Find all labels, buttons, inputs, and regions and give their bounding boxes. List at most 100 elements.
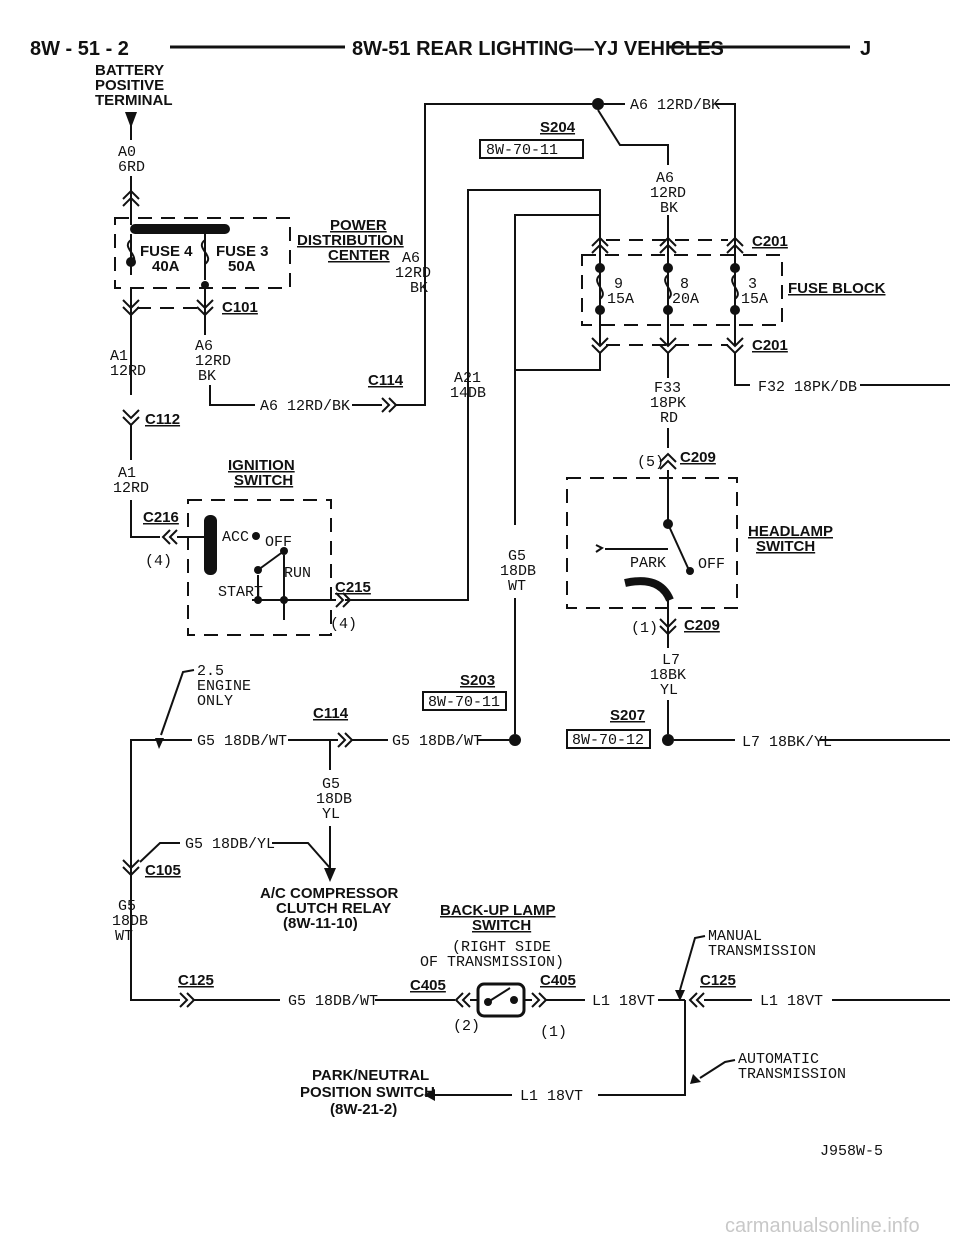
connector-chevron-icon — [454, 992, 471, 1008]
wire-g5-label-3: WT — [508, 578, 526, 595]
wire-g5-a-label: G5 18DB/WT — [197, 733, 287, 750]
ignition-switch-box — [187, 499, 332, 636]
wire-l1-a-label: L1 18VT — [592, 993, 655, 1010]
ref-box-s203 — [422, 691, 507, 711]
wire-g5l-label-2: 18DB — [112, 913, 148, 930]
wire-a6-pdc-label-2: 12RD — [395, 265, 431, 282]
wire-a6-low — [209, 385, 255, 406]
ref-s207: 8W-70-12 — [572, 732, 644, 749]
wire-l1-park — [598, 1000, 686, 1096]
fuse-3-block-amp: 15A — [741, 291, 768, 308]
splice-s204-label: S204 — [540, 119, 576, 136]
battery-label-1: BATTERY — [95, 62, 164, 79]
note-manual-2: TRANSMISSION — [708, 943, 816, 960]
wire-a6-label-1: A6 — [195, 338, 213, 355]
wire-a6-fuse-label-3: BK — [660, 200, 678, 217]
busbar — [130, 224, 230, 234]
page-title: 8W-51 REAR LIGHTING—YJ VEHICLES — [352, 38, 724, 60]
battery-label-3: TERMINAL — [95, 92, 173, 109]
connector-chevron-icon — [381, 397, 398, 413]
ref-box-s204 — [479, 139, 584, 159]
connector-chevron-icon — [337, 732, 354, 748]
pdc-label-3: CENTER — [328, 247, 390, 264]
wire-l7-label-3: YL — [660, 682, 678, 699]
connector-chevron-icon — [122, 409, 140, 427]
wire-a1b-label-2: 12RD — [113, 480, 149, 497]
headlamp-switch-box — [566, 477, 738, 609]
wire-g5-left — [130, 739, 192, 982]
wire-l1-b-label: L1 18VT — [760, 993, 823, 1010]
backup-lamp-switch-blade — [487, 987, 511, 1003]
wire-a0-label-1: A0 — [118, 144, 136, 161]
leader-manual — [679, 935, 706, 991]
note-auto-2: TRANSMISSION — [738, 1066, 846, 1083]
connector-c125-left: C125 — [178, 972, 214, 989]
headlamp-dimmer-icon — [595, 544, 604, 553]
figure-id: J958W-5 — [820, 1143, 883, 1160]
note-engine-2: ENGINE — [197, 678, 251, 695]
note-engine-3: ONLY — [197, 693, 233, 710]
wire-g5-label-2: 18DB — [500, 563, 536, 580]
connector-c209-bottom: C209 — [684, 617, 720, 634]
connector-c405-pin-2: (2) — [453, 1018, 480, 1035]
connector-chevron-icon — [659, 452, 677, 470]
headlamp-switch-blade — [667, 523, 689, 569]
ref-s204: 8W-70-11 — [486, 142, 558, 159]
connector-c201-top: C201 — [752, 233, 788, 250]
fuse-9-amp: 15A — [607, 291, 634, 308]
connector-chevron-icon — [122, 859, 140, 877]
wire-a0-label-2: 6RD — [118, 159, 145, 176]
splice-s204 — [592, 98, 604, 110]
connector-chevron-icon — [179, 992, 196, 1008]
connector-c114-top: C114 — [368, 372, 404, 389]
wire-g5l-label-1: G5 — [118, 898, 136, 915]
wire-g5yl — [272, 842, 331, 869]
wire-g5-bottom — [130, 950, 180, 1001]
connector-c112: C112 — [145, 411, 180, 428]
connector-c215: C215 — [335, 579, 371, 596]
note-park-2: POSITION SWITCH — [300, 1084, 435, 1101]
headlamp-off: OFF — [698, 556, 725, 573]
wire-f33-label-1: F33 — [654, 380, 681, 397]
fuse-9-label: 9 — [614, 276, 623, 293]
battery-label-2: POSITIVE — [95, 77, 164, 94]
wire-a6-pdc-label-3: BK — [410, 280, 428, 297]
connector-c114-mid: C114 — [313, 705, 349, 722]
wire-g5l-label-3: WT — [115, 928, 133, 945]
fuse-8-amp: 20A — [672, 291, 699, 308]
note-manual-1: MANUAL — [708, 928, 762, 945]
ignition-run: RUN — [284, 565, 311, 582]
ignition-start: START — [218, 584, 263, 601]
wire-g5-b-label: G5 18DB/WT — [392, 733, 482, 750]
wire-a1b — [130, 500, 160, 538]
splice-s203 — [509, 734, 521, 746]
connector-chevron-icon — [688, 992, 705, 1008]
wire-a6-fuse-label-2: 12RD — [650, 185, 686, 202]
wire-a21-label-1: A21 — [454, 370, 481, 387]
note-engine-1: 2.5 — [197, 663, 224, 680]
section-letter: J — [860, 38, 871, 60]
wire-a6-trunk — [396, 103, 592, 406]
fuse-3-amp: 50A — [228, 258, 256, 275]
note-park-3: (8W-21-2) — [330, 1101, 397, 1118]
fuse-3-label: FUSE 3 — [216, 243, 269, 260]
wire-a6-to-fuse3 — [715, 103, 736, 235]
watermark: carmanualsonline.info — [725, 1215, 920, 1237]
connector-c215-pin: (4) — [330, 616, 357, 633]
connector-c209-top: C209 — [680, 449, 716, 466]
pdc-label-1: POWER — [330, 217, 387, 234]
fuse-8-icon — [664, 274, 672, 300]
connector-chevron-icon — [335, 592, 352, 608]
wire-a6-label-2: 12RD — [195, 353, 231, 370]
connector-c405-right: C405 — [540, 972, 576, 989]
wire-f32-label: F32 18PK/DB — [758, 379, 857, 396]
wire-l7-label-1: L7 — [662, 652, 680, 669]
wire-g5yl-label-1: G5 — [322, 776, 340, 793]
wire-l7-label-2: 18BK — [650, 667, 686, 684]
note-park-1: PARK/NEUTRAL — [312, 1067, 429, 1084]
connector-c209-pin-bottom: (1) — [631, 620, 658, 637]
splice-s207-label: S207 — [610, 707, 645, 724]
headlamp-title-1: HEADLAMP — [748, 523, 833, 540]
wire-g5yl-label-2: 18DB — [316, 791, 352, 808]
